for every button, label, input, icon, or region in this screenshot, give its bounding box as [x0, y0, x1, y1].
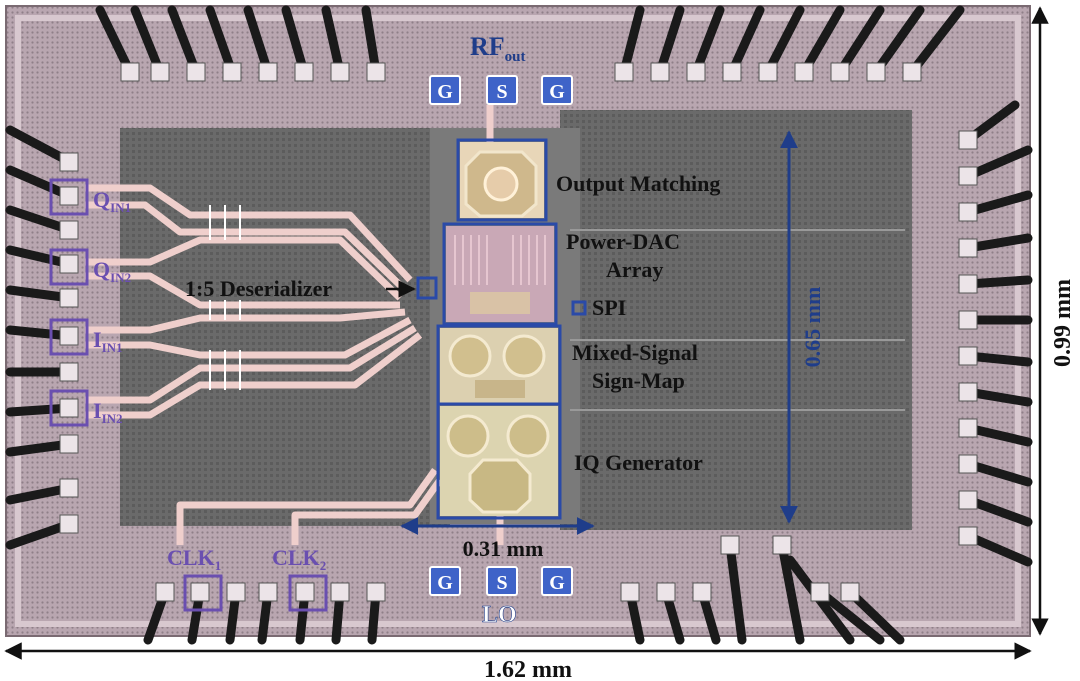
lo-pad-ground-right: G	[549, 572, 565, 594]
iq-generator-label: IQ Generator	[574, 450, 703, 475]
output-matching-box	[456, 138, 548, 222]
iq-generator-circuit	[440, 406, 558, 516]
bond-wires-top	[95, 5, 965, 77]
input-traces	[85, 105, 504, 545]
clk1-label: CLK1	[167, 545, 221, 573]
lo-gsg-pads: G S G	[429, 566, 573, 596]
rf-out-label: RFout	[470, 32, 526, 65]
output-matching-circuit	[460, 142, 544, 218]
lo-pad-signal: S	[496, 572, 507, 594]
core-area-right	[560, 110, 912, 530]
height-065-label: 0.65 mm	[800, 287, 825, 368]
sign-map-label-line2: Sign-Map	[592, 368, 685, 393]
bond-pads-bottom	[155, 535, 860, 602]
rf-pad-ground-left: G	[437, 81, 453, 103]
width-031-label: 0.31 mm	[463, 536, 544, 561]
power-dac-box	[442, 222, 558, 326]
rf-pad-signal: S	[496, 81, 507, 103]
q-in2-label: QIN2	[93, 257, 131, 285]
spi-box	[571, 300, 587, 316]
q-in1-label: QIN1	[93, 187, 131, 215]
chip-height-label: 0.99 mm	[1050, 279, 1076, 367]
bond-pads-top	[120, 62, 922, 82]
bond-pads-left	[59, 152, 79, 534]
lo-pad-ground-left: G	[437, 572, 453, 594]
sign-map-label-line1: Mixed-Signal	[572, 340, 698, 365]
deserializer-label: 1:5 Deserializer	[185, 276, 332, 301]
rf-pad-ground-right: G	[549, 81, 565, 103]
input-port-boxes	[49, 178, 328, 612]
trace-crossbars	[209, 205, 241, 390]
i-in1-label: IIN1	[93, 327, 123, 355]
deserializer-box	[416, 276, 438, 300]
power-dac-circuit	[446, 226, 554, 322]
chip-width-label: 1.62 mm	[484, 657, 572, 681]
i-in2-label: IIN2	[93, 398, 123, 426]
power-dac-label-line1: Power-DAC	[566, 229, 680, 254]
spi-label: SPI	[592, 295, 626, 320]
rf-gsg-pads: G S G	[429, 75, 573, 105]
sign-map-circuit	[440, 328, 558, 404]
bond-pads-right	[958, 130, 978, 546]
power-dac-label-line2: Array	[606, 257, 663, 282]
lo-label: LO	[482, 602, 517, 628]
output-matching-label: Output Matching	[556, 171, 720, 196]
clk2-label: CLK2	[272, 545, 326, 573]
